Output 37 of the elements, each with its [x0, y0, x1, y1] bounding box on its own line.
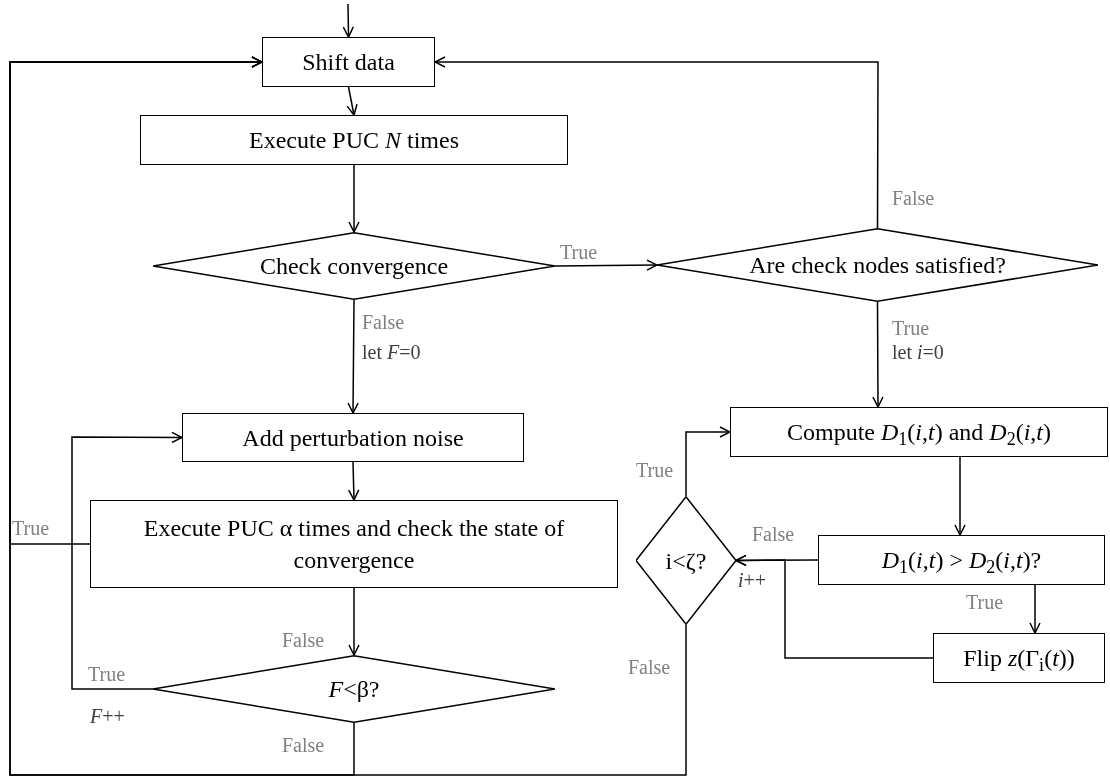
step-label: D$_{1}$(i,t) > D$_{2}$(i,t)? [880, 546, 1043, 576]
arrow [554, 259, 658, 271]
step-label: Execute PUC α times and check the state of convergence [142, 514, 566, 575]
arrow [347, 299, 359, 414]
arrow [348, 164, 360, 233]
process-box [818, 535, 1105, 585]
arrow [348, 461, 360, 501]
step-label: Execute PUC N times [248, 126, 460, 155]
arrow [342, 3, 355, 38]
step-label: Check convergence [258, 252, 450, 281]
arrow [9, 56, 687, 776]
process-box [730, 407, 1108, 457]
process-box [182, 413, 524, 462]
arrow [685, 426, 731, 497]
decision-diamond [636, 496, 736, 625]
process-box [262, 37, 435, 87]
arrow [1029, 584, 1041, 634]
arrow [348, 587, 360, 656]
arrow [735, 554, 934, 659]
decision-diamond [657, 228, 1098, 302]
arrow [346, 86, 358, 116]
decision-diamond [153, 232, 555, 300]
process-box [90, 500, 618, 588]
process-box [140, 115, 568, 165]
step-label: F<β? [327, 675, 381, 704]
step-label: Add perturbation noise [241, 423, 465, 453]
arrow [434, 56, 879, 229]
arrow [954, 456, 966, 536]
step-label: Shift data [301, 48, 396, 77]
step-label: i<ζ? [664, 546, 708, 576]
step-label: Are check nodes satisfied? [748, 251, 1007, 280]
arrow [872, 301, 884, 408]
step-label: Compute D$_{1}$(i,t) and D$_{2}$(i,t) [786, 418, 1052, 448]
step-label: Flip z(Γ$_{i}$(t)) [962, 644, 1076, 674]
arrow [71, 431, 183, 690]
decision-diamond [153, 655, 555, 723]
process-box [933, 633, 1105, 683]
